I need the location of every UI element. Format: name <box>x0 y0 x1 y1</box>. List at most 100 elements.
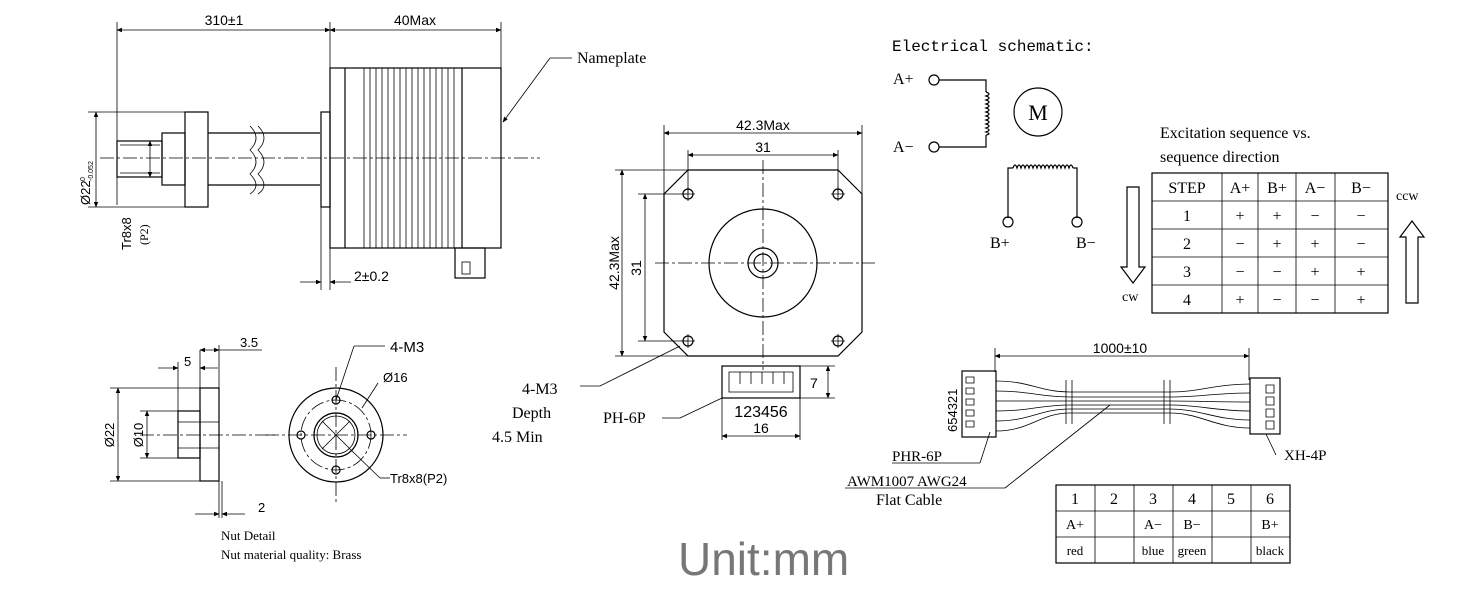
nut-dim-2: 2 <box>258 500 265 515</box>
excitation-table <box>1151 172 1389 314</box>
coil-a <box>984 91 990 136</box>
unit-label: Unit:mm <box>678 533 850 585</box>
pin-number-cell: 5 <box>1227 491 1235 508</box>
left-connector-label: PHR-6P <box>892 449 942 465</box>
cable-assembly: 1000±10 654321 PHR-6P XH-4P AWM1007 AWG2… <box>845 340 1327 509</box>
holes-note-1: 4-M3 <box>522 381 558 398</box>
motor-symbol <box>1013 87 1063 137</box>
connector-depth-label: 7 <box>810 375 818 391</box>
a-plus-label: A+ <box>893 71 914 88</box>
cw-label: cw <box>1122 290 1139 305</box>
cable-length-label: 1000±10 <box>1093 340 1148 356</box>
cw-arrow <box>1119 186 1147 284</box>
flange-gap-label: 2±0.2 <box>354 268 389 284</box>
holes-note-2: Depth <box>512 405 551 422</box>
excitation-header-cell: B+ <box>1267 180 1287 197</box>
nut-note-2: Nut material quality: Brass <box>221 547 361 562</box>
svg-text:Ø22: Ø22 <box>78 180 93 205</box>
schematic-title: Electrical schematic: <box>892 38 1094 56</box>
pin-color-cell: blue <box>1142 543 1165 558</box>
nut-dia-label: Ø22 <box>102 423 117 448</box>
svg-text:0: 0 <box>80 177 87 181</box>
right-connector-label: XH-4P <box>1284 448 1327 464</box>
face-height-label: 42.3Max <box>606 236 622 290</box>
nut-boss-dia-label: Ø10 <box>131 423 146 448</box>
ccw-label: ccw <box>1396 189 1419 204</box>
side-view: 310±1 40Max <box>78 12 646 290</box>
nut-dim-3-5: 3.5 <box>240 335 258 350</box>
hole-spacing-h-label: 31 <box>755 139 771 155</box>
connector-label: PH-6P <box>603 410 646 427</box>
right-connector <box>1249 377 1281 435</box>
excitation-header-cell: A− <box>1305 180 1326 197</box>
nut-flange <box>199 387 220 482</box>
hole-spacing-v-label: 31 <box>628 260 644 276</box>
excitation-cell: + <box>1310 236 1319 253</box>
pin-color-cell: green <box>1178 543 1207 558</box>
excitation-cell: + <box>1310 264 1319 281</box>
thread-pitch-label: (P2) <box>137 224 151 245</box>
front-flange <box>320 111 331 208</box>
nut-side <box>184 111 209 208</box>
excitation-cell: 3 <box>1183 264 1191 281</box>
excitation-header-cell: A+ <box>1230 180 1251 197</box>
wire-spec-1: AWM1007 AWG24 <box>847 474 967 490</box>
motor-symbol-label: M <box>1028 100 1048 125</box>
motor-face <box>663 169 863 357</box>
face-width-label: 42.3Max <box>736 117 790 133</box>
nut-bolt-circle-label: Ø16 <box>383 370 408 385</box>
excitation-cell: − <box>1356 236 1365 253</box>
b-minus-label: B− <box>1076 235 1096 252</box>
shaft-diameter-label: Ø22 0 -0.052 <box>78 161 95 205</box>
excitation-cell: + <box>1235 292 1244 309</box>
pin-signal-cell: B+ <box>1261 518 1278 533</box>
a-minus-label: A− <box>893 139 914 156</box>
excitation-header-cell: STEP <box>1168 180 1205 197</box>
excitation-title-2: sequence direction <box>1160 149 1280 166</box>
front-view: 42.3Max 31 42.3Max 31 4-M3 Depth 4.5 Min… <box>492 117 875 446</box>
excitation-cell: + <box>1235 208 1244 225</box>
excitation-cell: − <box>1272 292 1281 309</box>
thread-label: Tr8x8 <box>119 217 134 250</box>
excitation-cell: − <box>1356 208 1365 225</box>
holes-note-3: 4.5 Min <box>492 429 543 446</box>
excitation-cell: − <box>1235 264 1244 281</box>
thread-end <box>116 140 163 178</box>
excitation-cell: − <box>1272 264 1281 281</box>
ccw-arrow <box>1398 220 1426 304</box>
excitation-section: Excitation sequence vs. sequence directi… <box>1119 125 1426 314</box>
wire-spec-2: Flat Cable <box>876 492 942 509</box>
excitation-cell: + <box>1272 208 1281 225</box>
excitation-title-1: Excitation sequence vs. <box>1160 125 1311 142</box>
excitation-cell: + <box>1356 292 1365 309</box>
pin-number-cell: 1 <box>1071 491 1079 508</box>
nameplate-label: Nameplate <box>577 50 646 67</box>
nut-thread-label: Tr8x8(P2) <box>390 471 447 486</box>
excitation-cell: − <box>1235 236 1244 253</box>
rod-length-label: 310±1 <box>205 12 244 28</box>
pin-color-cell: black <box>1256 543 1285 558</box>
pin-number-cell: 2 <box>1110 491 1118 508</box>
excitation-cell: + <box>1356 264 1365 281</box>
nut-note-1: Nut Detail <box>221 528 276 543</box>
pin-signal-cell: A− <box>1144 518 1162 533</box>
excitation-header-cell: B− <box>1351 180 1371 197</box>
coil-b <box>1012 164 1074 170</box>
cable-pins-label: 654321 <box>945 389 960 432</box>
pin-signal-cell: A+ <box>1066 518 1084 533</box>
nut-holes-label: 4-M3 <box>390 339 424 356</box>
left-connector <box>961 370 997 438</box>
pin-signal-cell: B− <box>1183 518 1200 533</box>
electrical-schematic: Electrical schematic: A+ A− M B+ B− <box>892 38 1096 252</box>
excitation-cell: − <box>1310 208 1319 225</box>
connector-stub <box>454 247 486 279</box>
excitation-cell: 2 <box>1183 236 1191 253</box>
connector-width-label: 16 <box>753 420 769 436</box>
front-connector <box>721 365 801 399</box>
pin-number-cell: 3 <box>1149 491 1157 508</box>
excitation-cell: − <box>1310 292 1319 309</box>
connector-pins-label: 123456 <box>734 404 787 421</box>
svg-text:-0.052: -0.052 <box>88 161 95 181</box>
